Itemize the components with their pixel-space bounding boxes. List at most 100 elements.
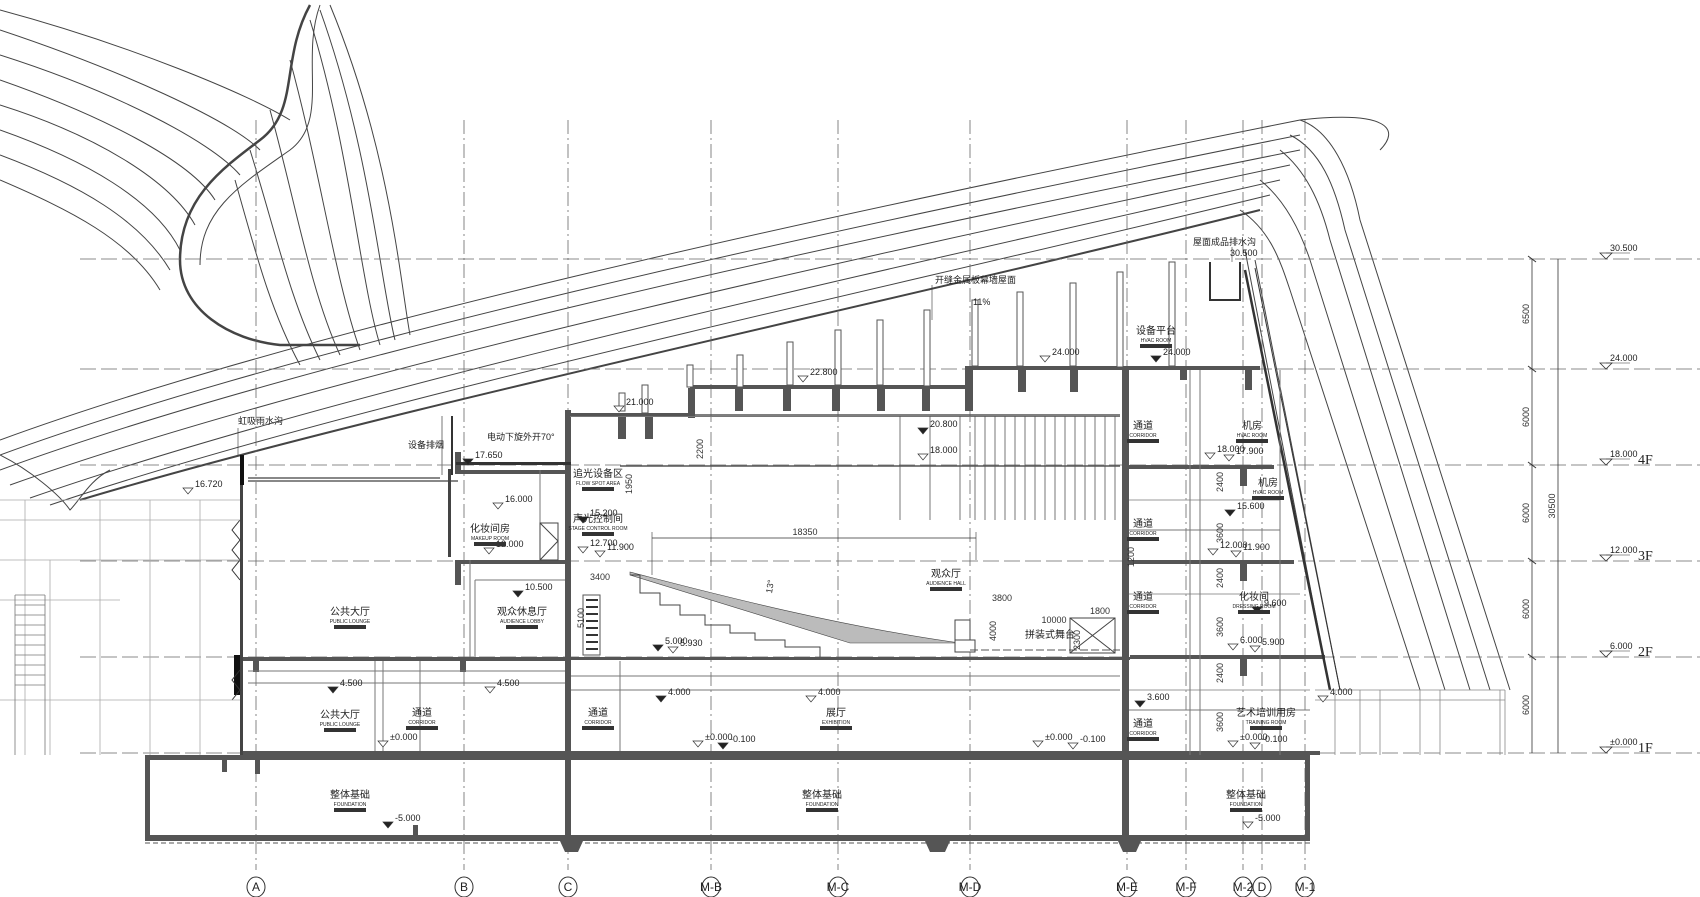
axis-bubble-m-d: M-D: [959, 876, 982, 897]
elevation-value: 4.500: [497, 678, 520, 688]
axis-label: M-E: [1116, 880, 1138, 894]
floor-label: 4F: [1638, 453, 1653, 468]
room-name: 通道: [1133, 590, 1153, 603]
axis-label: M-1: [1295, 880, 1316, 894]
elevation-mark: 12.000: [483, 539, 524, 555]
elevation-mark: ±0.000: [1032, 732, 1072, 748]
elevation-value: 4.000: [668, 687, 691, 697]
elevation-value: 9.600: [1264, 598, 1287, 608]
elevation-mark: 21.000: [613, 397, 654, 413]
elevation-value: 22.800: [810, 367, 838, 377]
level-elevation: 12.000: [1610, 545, 1638, 555]
axis-label: C: [564, 880, 573, 894]
dimension-value: 3400: [590, 572, 610, 582]
elevation-value: -5.000: [1255, 813, 1281, 823]
elevation-value: 20.800: [930, 419, 958, 429]
room-name: 机房: [1258, 476, 1278, 489]
room-name: 通道: [1133, 717, 1153, 730]
axis-bubble-m-c: M-C: [827, 876, 850, 897]
dimension-value: 4000: [988, 621, 998, 641]
room-name: 观众休息厅: [497, 605, 547, 618]
room-name-en: TRAINING ROOM: [1246, 720, 1287, 726]
dimension-labels: 18350340051002200195013°3800100004000180…: [576, 439, 1225, 732]
elevation-value: 11.900: [607, 542, 634, 552]
elevation-value: 24.000: [1163, 347, 1191, 357]
dimension-value: 13°: [764, 579, 776, 595]
axis-label: M-B: [700, 880, 722, 894]
room-name-en: FOUNDATION: [806, 802, 839, 808]
elevation-mark: 4.000: [1317, 687, 1353, 703]
elevation-mark: 17.650: [462, 450, 503, 466]
vertical-dimension: 6000: [1521, 503, 1531, 523]
level-elevation: 24.000: [1610, 353, 1638, 363]
elevation-value: 18.000: [1217, 444, 1245, 454]
roof-gutter-elevation: 30.500: [1230, 248, 1258, 258]
room-name: 公共大厅: [330, 605, 370, 618]
dimension-value: 5100: [576, 608, 586, 628]
room-name-en: HVAC ROOM: [1237, 433, 1267, 439]
elevation-mark: 16.000: [492, 494, 533, 510]
elevation-mark: -5.000: [382, 813, 421, 829]
axis-bubble-m-b: M-B: [700, 876, 722, 897]
elevation-value: 10.500: [525, 582, 553, 592]
room-name-en: HVAC ROOM: [1253, 490, 1283, 496]
elevation-mark: 12.700: [577, 538, 618, 554]
elevation-value: 4.000: [1330, 687, 1353, 697]
room-name-en: CORRIDOR: [1129, 433, 1157, 439]
elevation-mark: 20.800: [917, 419, 958, 435]
room-name: 化妆间房: [470, 522, 510, 535]
roof-slope-note: 11%: [973, 297, 990, 307]
elevation-mark: 24.000: [1039, 347, 1080, 363]
elevation-value: -0.100: [1262, 734, 1288, 744]
elevation-value: 18.000: [930, 445, 958, 455]
room-name: 观众厅: [931, 568, 961, 580]
elevation-value: 16.720: [195, 479, 223, 489]
room-name: 通道: [1133, 419, 1153, 432]
elevation-mark: 5.930: [667, 638, 703, 654]
dimension-value: 2200: [695, 439, 705, 459]
room-name-en: FLOW SPOT AREA: [576, 481, 621, 487]
room-name-en: EXHIBITION: [822, 720, 851, 726]
level-lines: [80, 258, 1700, 754]
dimension-value: 10000: [1041, 615, 1066, 625]
room-name: 通道: [412, 706, 432, 719]
elevation-mark: 6.000: [1227, 635, 1263, 651]
axis-bubble-m-2: M-2: [1233, 876, 1254, 897]
elevation-mark: 4.500: [484, 678, 520, 694]
elevation-value: ±0.000: [1240, 732, 1267, 742]
dimension-value: 2300: [1072, 630, 1082, 650]
elevation-mark: -0.100: [717, 734, 756, 750]
elevation-value: ±0.000: [390, 732, 417, 742]
room-name: 化妆间: [1239, 590, 1269, 603]
room-name-en: AUDIENCE LOBBY: [500, 619, 545, 625]
vertical-dimension: 6500: [1521, 304, 1531, 324]
room-name-en: DRESSING ROOM: [1232, 604, 1275, 610]
elevation-value: 4.500: [340, 678, 363, 688]
elevation-value: 5.900: [1262, 637, 1285, 647]
elevation-mark: 10.500: [512, 582, 553, 598]
room-label: 拼装式舞台: [1025, 628, 1075, 641]
axis-label: B: [460, 880, 468, 894]
vertical-dimension: 6000: [1521, 599, 1531, 619]
room-name: 拼装式舞台: [1025, 628, 1075, 641]
axis-bubble-m-e: M-E: [1116, 876, 1138, 897]
elevation-value: -5.000: [395, 813, 421, 823]
elevation-value: 12.000: [1220, 540, 1248, 550]
elevation-marks: 16.720 17.650 16.000 12.000 10.500 21.000 22.8…: [182, 347, 1353, 829]
elevation-value: 12.000: [496, 539, 524, 549]
room-name-en: MAKEUP ROOM: [471, 536, 509, 542]
elevation-mark: 15.200: [577, 508, 618, 524]
